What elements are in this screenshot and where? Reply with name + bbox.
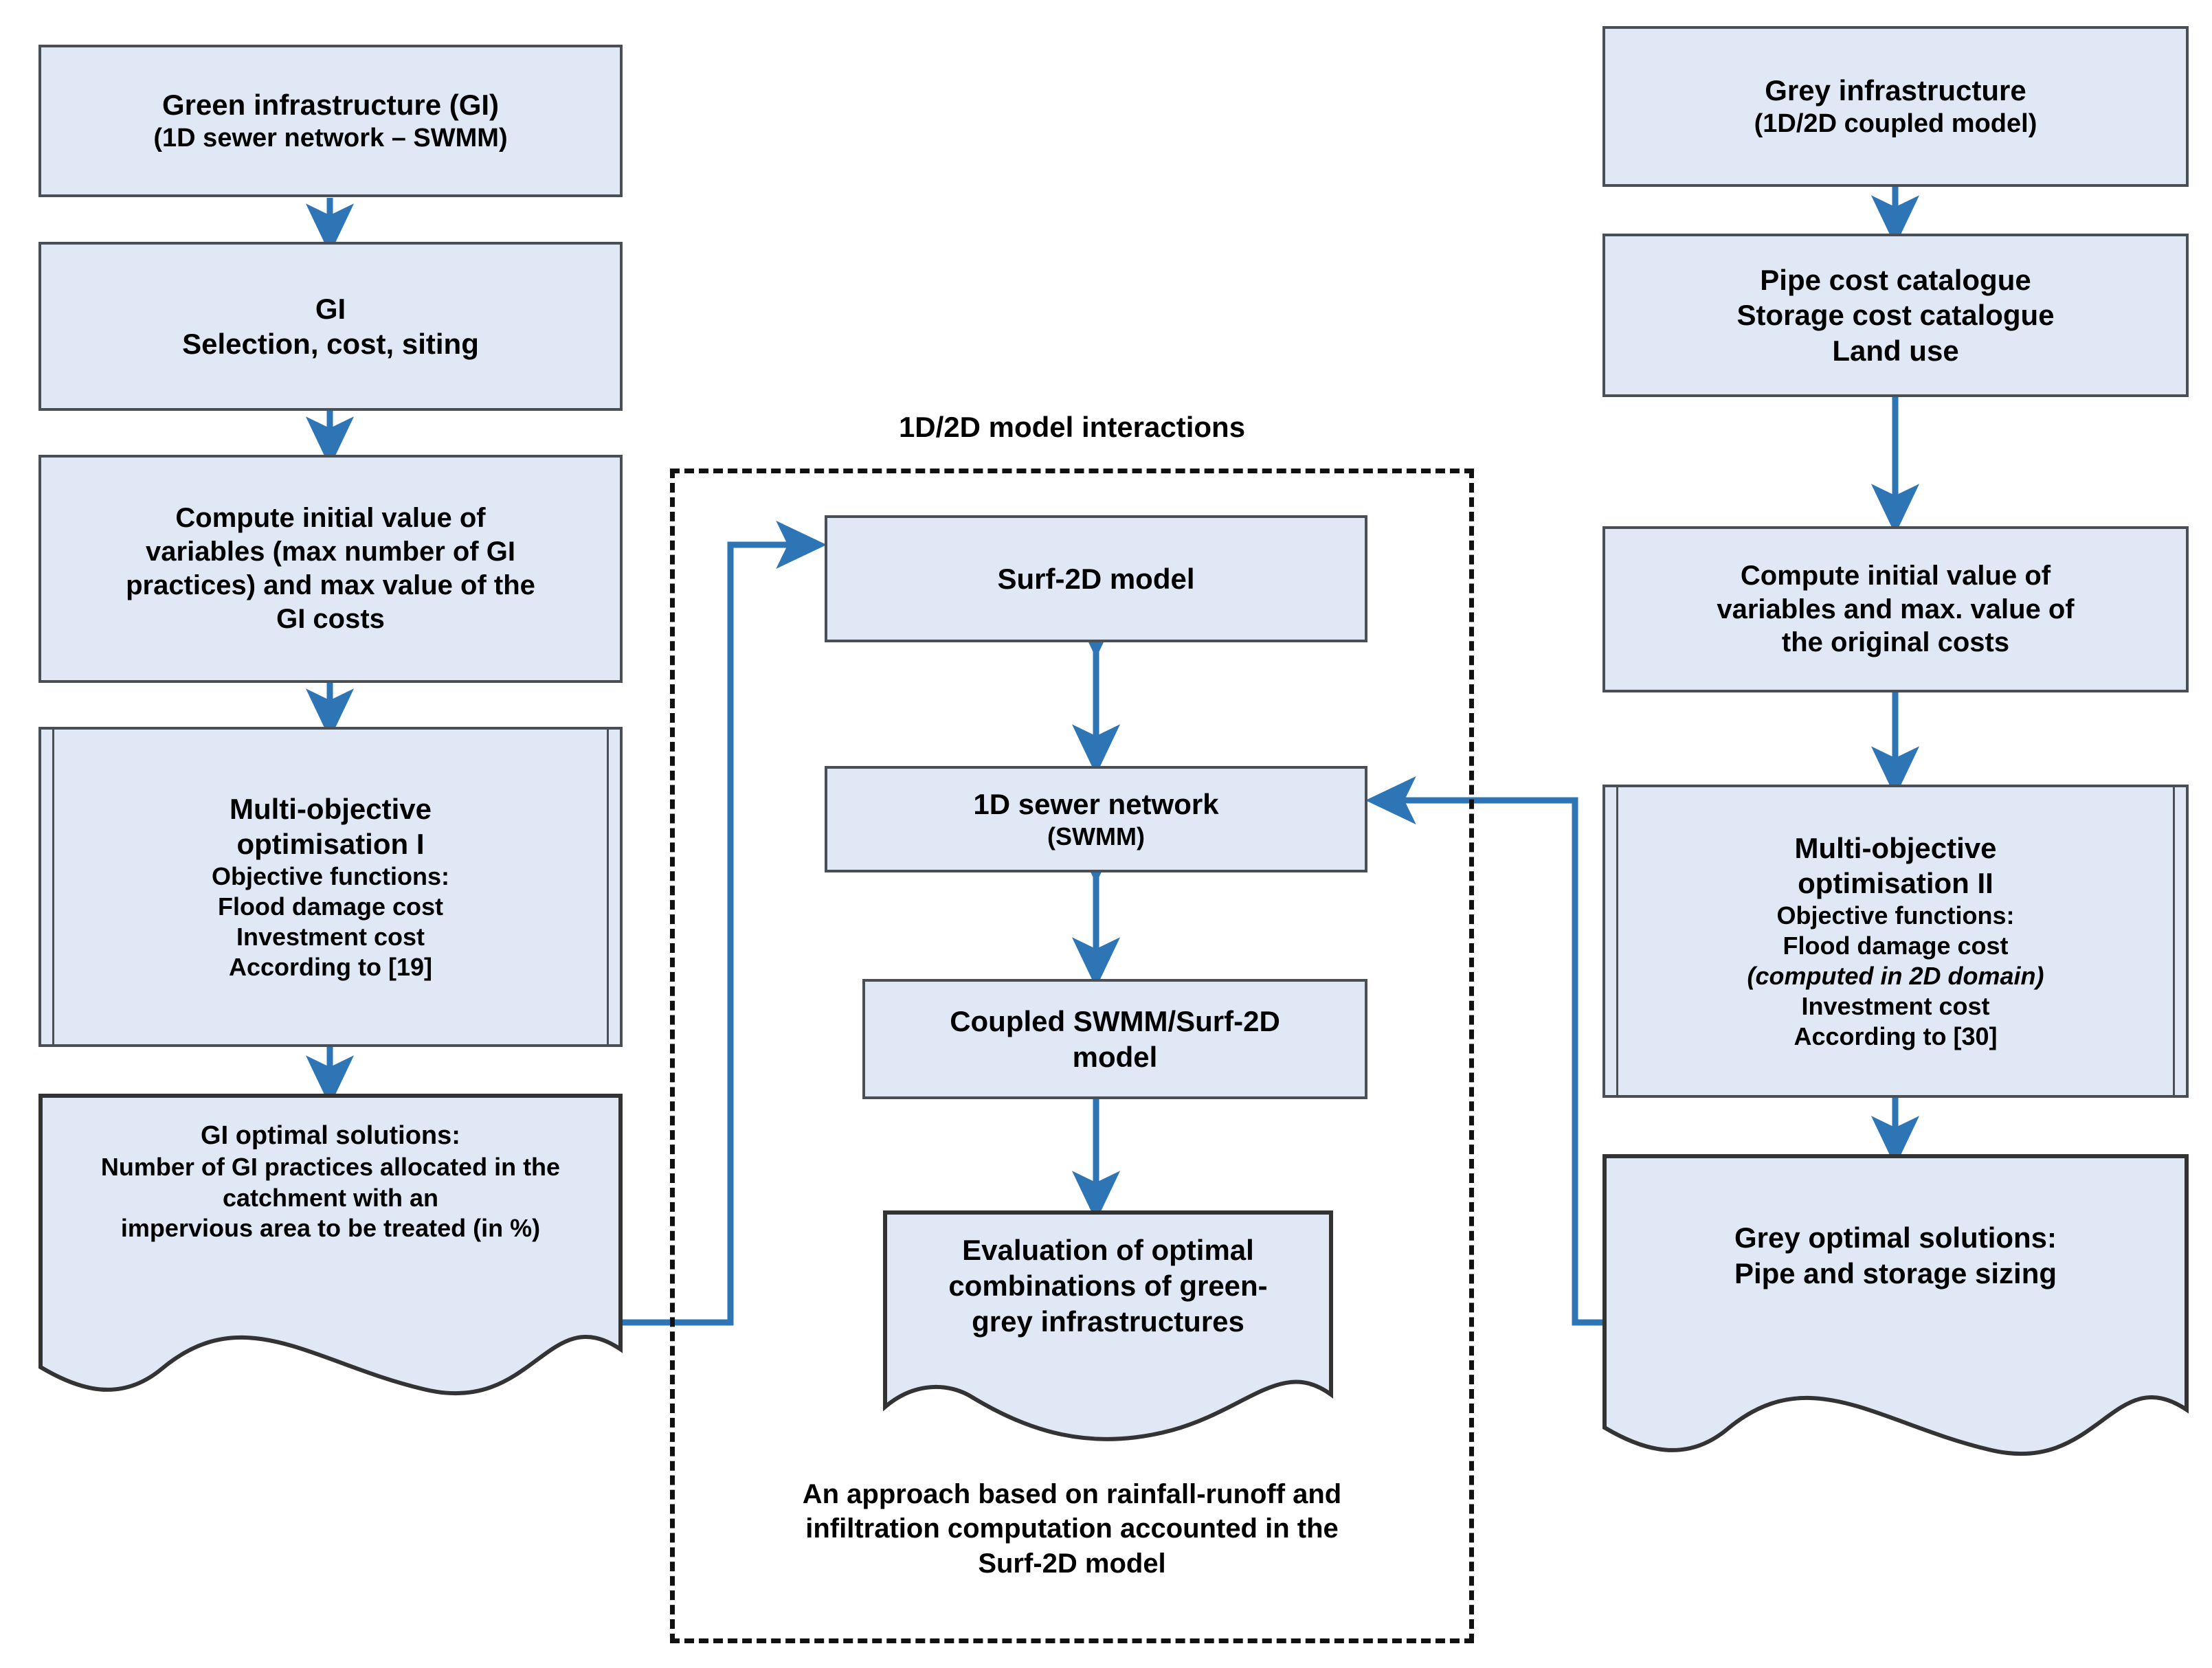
grey-optimal-solutions-line-2: Pipe and storage sizing xyxy=(1734,1257,2057,1290)
optimisation-1-line-2: optimisation I xyxy=(236,828,425,861)
box-green-infrastructure[interactable]: Green infrastructure (GI) (1D sewer netw… xyxy=(38,45,623,197)
green-infrastructure-line-2: (1D sewer network – SWMM) xyxy=(153,124,508,153)
box-cost-catalogues[interactable]: Pipe cost catalogue Storage cost catalog… xyxy=(1602,234,2189,397)
optimisation-1-line-3: Objective functions: xyxy=(211,862,450,891)
sewer-1d-line-1: 1D sewer network xyxy=(973,787,1219,820)
evaluation-line-3: grey infrastructures xyxy=(972,1305,1244,1338)
compute-initial-right-line-2: variables and max. value of xyxy=(1717,594,2075,624)
doc-gi-optimal-solutions[interactable]: GI optimal solutions: Number of GI pract… xyxy=(38,1094,623,1396)
model-interactions-caption: An approach based on rainfall-runoff and… xyxy=(677,1477,1467,1581)
box-gi-selection[interactable]: GI Selection, cost, siting xyxy=(38,242,623,411)
grey-optimal-solutions-line-1: Grey optimal solutions: xyxy=(1734,1221,2057,1254)
optimisation-2-line-2: optimisation II xyxy=(1798,867,1993,900)
green-infrastructure-line-1: Green infrastructure (GI) xyxy=(161,89,500,122)
box-multi-objective-optimisation-1[interactable]: Multi-objective optimisation I Objective… xyxy=(38,727,623,1047)
evaluation-line-1: Evaluation of optimal xyxy=(962,1234,1254,1266)
doc-shape-path xyxy=(883,1210,1333,1441)
compute-initial-left-line-4: GI costs xyxy=(276,603,385,634)
optimisation-2-line-1: Multi-objective xyxy=(1794,832,1997,864)
box-compute-initial-right[interactable]: Compute initial value of variables and m… xyxy=(1602,526,2189,692)
evaluation-text: Evaluation of optimal combinations of gr… xyxy=(883,1232,1333,1340)
gi-optimal-solutions-text: GI optimal solutions: Number of GI pract… xyxy=(38,1120,623,1244)
box-1d-sewer-network[interactable]: 1D sewer network (SWMM) xyxy=(825,766,1367,872)
catalogues-line-3: Land use xyxy=(1832,334,1959,367)
gi-optimal-solutions-line-1: GI optimal solutions: xyxy=(201,1121,460,1150)
box-grey-infrastructure[interactable]: Grey infrastructure (1D/2D coupled model… xyxy=(1602,26,2189,187)
compute-initial-left-line-2: variables (max number of GI xyxy=(146,537,515,567)
evaluation-line-2: combinations of green- xyxy=(948,1270,1268,1303)
optimisation-2-line-5: (computed in 2D domain) xyxy=(1747,962,2044,991)
grey-infrastructure-line-2: (1D/2D coupled model) xyxy=(1754,109,2037,139)
doc-evaluation-optimal-combinations[interactable]: Evaluation of optimal combinations of gr… xyxy=(883,1210,1333,1443)
box-compute-initial-left[interactable]: Compute initial value of variables (max … xyxy=(38,455,623,683)
compute-initial-left-line-1: Compute initial value of xyxy=(175,503,486,534)
coupled-line-1: Coupled SWMM/Surf-2D xyxy=(950,1005,1280,1038)
caption-line-3: Surf-2D model xyxy=(978,1548,1166,1579)
gi-optimal-solutions-line-4: impervious area to be treated (in %) xyxy=(120,1214,541,1243)
gi-optimal-solutions-line-2: Number of GI practices allocated in the xyxy=(100,1153,561,1182)
grey-infrastructure-line-1: Grey infrastructure xyxy=(1765,74,2026,107)
optimisation-2-line-7: According to [30] xyxy=(1794,1022,1998,1051)
caption-line-2: infiltration computation accounted in th… xyxy=(805,1513,1339,1544)
compute-initial-right-line-3: the original costs xyxy=(1781,627,2010,658)
model-interactions-container xyxy=(670,469,1474,1643)
doc-shape-path xyxy=(38,1094,623,1396)
optimisation-1-line-5: Investment cost xyxy=(236,923,425,951)
gi-optimal-solutions-line-3: catchment with an xyxy=(222,1183,439,1212)
catalogues-line-1: Pipe cost catalogue xyxy=(1760,264,2031,297)
surf-2d-label: Surf-2D model xyxy=(997,562,1195,595)
optimisation-1-line-4: Flood damage cost xyxy=(217,892,444,921)
model-interactions-title: 1D/2D model interactions xyxy=(898,411,1246,443)
doc-shape-path xyxy=(1602,1154,2189,1456)
optimisation-2-line-6: Investment cost xyxy=(1801,992,1990,1021)
compute-initial-left-line-3: practices) and max value of the xyxy=(126,570,535,600)
gi-selection-line-1: GI xyxy=(315,292,346,325)
box-coupled-swmm-surf2d[interactable]: Coupled SWMM/Surf-2D model xyxy=(862,979,1367,1099)
sewer-1d-line-2: (SWMM) xyxy=(1047,822,1145,851)
optimisation-2-line-4: Flood damage cost xyxy=(1783,932,2009,960)
optimisation-1-line-1: Multi-objective xyxy=(229,792,432,825)
optimisation-2-line-3: Objective functions: xyxy=(1776,901,2015,930)
box-multi-objective-optimisation-2[interactable]: Multi-objective optimisation II Objectiv… xyxy=(1602,785,2189,1098)
optimisation-1-line-6: According to [19] xyxy=(228,953,432,982)
caption-line-1: An approach based on rainfall-runoff and xyxy=(802,1479,1342,1509)
gi-selection-line-2: Selection, cost, siting xyxy=(182,328,479,360)
coupled-line-2: model xyxy=(1072,1040,1158,1073)
grey-optimal-solutions-text: Grey optimal solutions: Pipe and storage… xyxy=(1602,1220,2189,1292)
compute-initial-right-line-1: Compute initial value of xyxy=(1740,560,2051,591)
catalogues-line-2: Storage cost catalogue xyxy=(1736,299,2055,332)
box-surf-2d-model[interactable]: Surf-2D model xyxy=(825,515,1367,642)
doc-grey-optimal-solutions[interactable]: Grey optimal solutions: Pipe and storage… xyxy=(1602,1154,2189,1456)
